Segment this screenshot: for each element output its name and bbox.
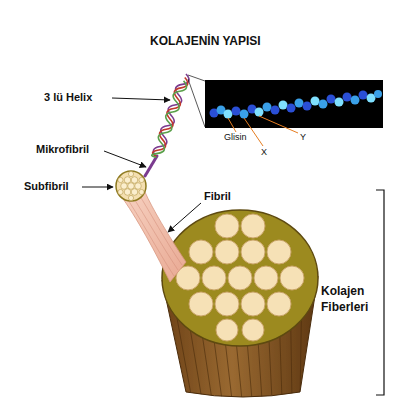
leader-arrows — [82, 98, 201, 232]
structure-label: 3 lü Helix — [44, 91, 92, 104]
fiber-bracket — [376, 190, 384, 395]
molecular-inset — [205, 80, 383, 146]
residue-label: Y — [300, 132, 306, 143]
triple-helix — [151, 72, 190, 159]
bracket-label: Kolajen Fiberleri — [321, 283, 368, 315]
structure-label: Mikrofibril — [36, 143, 89, 156]
residue-label: X — [261, 147, 267, 158]
microfibril-strand — [145, 156, 157, 176]
zoom-lines — [188, 75, 205, 127]
structure-label: Subfibril — [24, 180, 69, 193]
fiber-cross-section — [162, 210, 318, 346]
subfibril-bundle — [116, 171, 146, 201]
diagram-title: KOLAJENİN YAPISI — [150, 34, 261, 48]
residue-label: Glisin — [224, 132, 247, 143]
structure-label: Fibril — [204, 190, 231, 203]
fibril-cone — [118, 192, 186, 282]
